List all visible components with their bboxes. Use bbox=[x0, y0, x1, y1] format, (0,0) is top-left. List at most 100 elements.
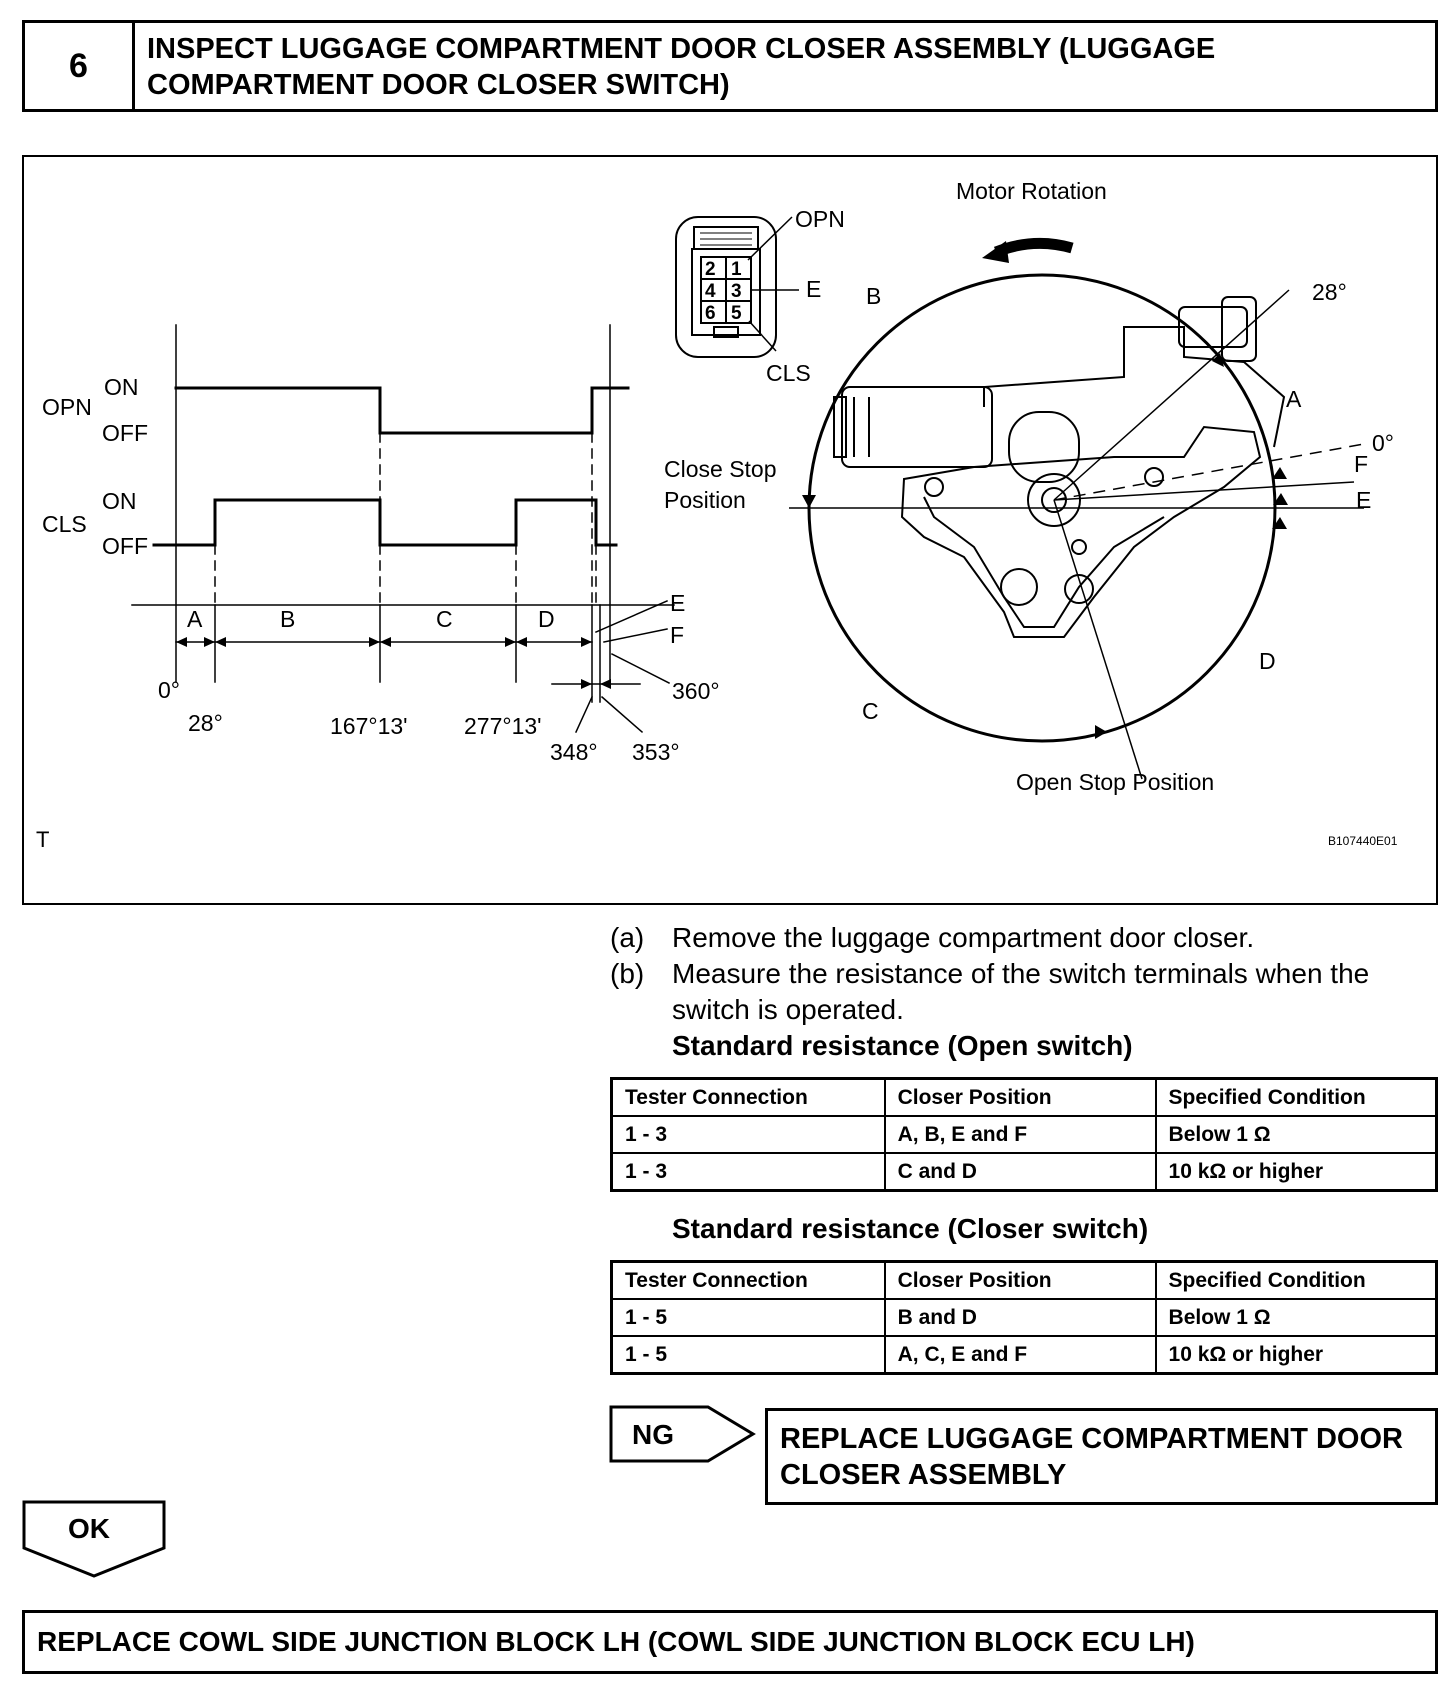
connector-drawing bbox=[675, 216, 799, 358]
ok-label: OK bbox=[68, 1513, 110, 1544]
motor-rotation-arrowhead bbox=[982, 241, 1009, 263]
opn-off-label: OFF bbox=[102, 420, 148, 446]
cell-specified-condition: 10 kΩ or higher bbox=[1154, 1152, 1438, 1192]
ng-label: NG bbox=[632, 1419, 674, 1450]
header-closer-position: Closer Position bbox=[883, 1077, 1157, 1117]
pin-6: 6 bbox=[705, 303, 716, 324]
step-number: 6 bbox=[25, 23, 135, 109]
zone-c-label: C bbox=[436, 606, 453, 632]
pin-4: 4 bbox=[705, 281, 716, 302]
cell-closer-position: A, C, E and F bbox=[883, 1335, 1157, 1375]
ng-arrow: NG bbox=[609, 1405, 756, 1463]
timing-e-label: E bbox=[670, 590, 685, 616]
cell-tester-connection: 1 - 3 bbox=[609, 1152, 886, 1192]
step-title: INSPECT LUGGAGE COMPARTMENT DOOR CLOSER … bbox=[147, 33, 1216, 101]
circle-e-label: E bbox=[1356, 487, 1371, 513]
angle-277-label: 277°13' bbox=[464, 713, 542, 739]
instruction-a-letter: (a) bbox=[610, 922, 645, 953]
timing-guides bbox=[214, 432, 597, 606]
opn-on-label: ON bbox=[104, 374, 139, 400]
pin-1: 1 bbox=[731, 259, 742, 280]
pin-5: 5 bbox=[731, 303, 742, 324]
opn-waveform bbox=[174, 386, 630, 435]
ok-arrow: OK bbox=[22, 1500, 166, 1578]
header-tester-connection: Tester Connection bbox=[609, 1260, 886, 1300]
circle-zone-b-label: B bbox=[866, 283, 881, 309]
table-header-row: Tester Connection Closer Position Specif… bbox=[609, 1260, 1438, 1300]
header-specified-condition: Specified Condition bbox=[1154, 1260, 1438, 1300]
figure-canvas: OPN ON OFF CLS ON OFF A B C D E F 0° 28°… bbox=[36, 178, 1398, 852]
angle-360-label: 360° bbox=[672, 678, 720, 704]
final-action-box: REPLACE COWL SIDE JUNCTION BLOCK LH (COW… bbox=[22, 1610, 1438, 1674]
cell-closer-position: C and D bbox=[883, 1152, 1157, 1192]
circle-zone-a-label: A bbox=[1286, 386, 1302, 412]
connector-opn-label: OPN bbox=[795, 206, 845, 232]
header-closer-position: Closer Position bbox=[883, 1260, 1157, 1300]
zone-a-label: A bbox=[187, 606, 203, 632]
motor-rotation-arrow bbox=[993, 237, 1074, 258]
close-stop-label-1: Close Stop bbox=[664, 456, 777, 482]
angle-28-label: 28° bbox=[188, 710, 223, 736]
step-header: 6 INSPECT LUGGAGE COMPARTMENT DOOR CLOSE… bbox=[22, 20, 1438, 112]
cell-tester-connection: 1 - 5 bbox=[609, 1298, 886, 1337]
cell-closer-position: B and D bbox=[883, 1298, 1157, 1337]
open-stop-label: Open Stop Position bbox=[1016, 769, 1214, 795]
cls-off-label: OFF bbox=[102, 533, 148, 559]
angle-353-label: 353° bbox=[632, 739, 680, 765]
timing-f-label: F bbox=[670, 622, 684, 648]
circle-zone-d-label: D bbox=[1259, 648, 1276, 674]
circle-angle-28-label: 28° bbox=[1312, 279, 1347, 305]
pin-2: 2 bbox=[705, 259, 716, 280]
opn-signal-label: OPN bbox=[42, 394, 92, 420]
closer-switch-table-title: Standard resistance (Closer switch) bbox=[672, 1213, 1149, 1244]
timing-leaders bbox=[575, 600, 671, 734]
angle-167-label: 167°13' bbox=[330, 713, 408, 739]
circle-arrowheads bbox=[802, 353, 1288, 739]
circle-zone-c-label: C bbox=[862, 698, 879, 724]
zone-d-label: D bbox=[538, 606, 555, 632]
cell-specified-condition: Below 1 Ω bbox=[1154, 1115, 1438, 1154]
cls-on-label: ON bbox=[102, 488, 137, 514]
cell-tester-connection: 1 - 5 bbox=[609, 1335, 886, 1375]
cls-waveform bbox=[152, 498, 618, 547]
table-row: 1 - 5 B and D Below 1 Ω bbox=[609, 1298, 1438, 1337]
circle-angle-0-label: 0° bbox=[1372, 430, 1394, 456]
table-row: 1 - 3 C and D 10 kΩ or higher bbox=[609, 1152, 1438, 1192]
circle-f-label: F bbox=[1354, 451, 1368, 477]
zone-b-label: B bbox=[280, 606, 295, 632]
open-switch-table: Tester Connection Closer Position Specif… bbox=[609, 1077, 1438, 1192]
table-header-row: Tester Connection Closer Position Specif… bbox=[609, 1077, 1438, 1117]
motor-rotation-label: Motor Rotation bbox=[956, 178, 1107, 204]
instruction-b-letter: (b) bbox=[610, 958, 645, 989]
closer-switch-table: Tester Connection Closer Position Specif… bbox=[609, 1260, 1438, 1375]
cell-specified-condition: Below 1 Ω bbox=[1154, 1298, 1438, 1337]
instruction-a: (a) Remove the luggage compartment door … bbox=[610, 920, 1440, 956]
cls-signal-label: CLS bbox=[42, 511, 87, 537]
angle-0-label: 0° bbox=[158, 677, 180, 703]
switch-timing-figure: OPN ON OFF CLS ON OFF A B C D E F 0° 28°… bbox=[22, 155, 1438, 905]
cell-closer-position: A, B, E and F bbox=[883, 1115, 1157, 1154]
corner-mark: T bbox=[36, 827, 49, 852]
instruction-b-text: Measure the resistance of the switch ter… bbox=[672, 958, 1370, 1025]
instruction-b: (b) Measure the resistance of the switch… bbox=[610, 956, 1440, 1028]
angle-348-label: 348° bbox=[550, 739, 598, 765]
cell-tester-connection: 1 - 3 bbox=[609, 1115, 886, 1154]
close-stop-label-2: Position bbox=[664, 487, 746, 513]
instruction-a-text: Remove the luggage compartment door clos… bbox=[672, 922, 1255, 953]
header-specified-condition: Specified Condition bbox=[1154, 1077, 1438, 1117]
latch-assembly-drawing bbox=[833, 296, 1286, 638]
figure-code: B107440E01 bbox=[1328, 834, 1398, 848]
table-row: 1 - 5 A, C, E and F 10 kΩ or higher bbox=[609, 1335, 1438, 1375]
ng-action-box: REPLACE LUGGAGE COMPARTMENT DOOR CLOSER … bbox=[765, 1408, 1438, 1505]
open-switch-table-title: Standard resistance (Open switch) bbox=[672, 1030, 1133, 1061]
dimension-arrowheads bbox=[176, 637, 611, 689]
instruction-list: (a) Remove the luggage compartment door … bbox=[610, 920, 1440, 1040]
cell-specified-condition: 10 kΩ or higher bbox=[1154, 1335, 1438, 1375]
header-tester-connection: Tester Connection bbox=[609, 1077, 886, 1117]
connector-cls-label: CLS bbox=[766, 360, 811, 386]
pin-3: 3 bbox=[731, 281, 742, 302]
table-row: 1 - 3 A, B, E and F Below 1 Ω bbox=[609, 1115, 1438, 1154]
zone-ticks bbox=[214, 604, 601, 703]
angle-reference-lines bbox=[789, 289, 1365, 780]
connector-e-label: E bbox=[806, 276, 821, 302]
